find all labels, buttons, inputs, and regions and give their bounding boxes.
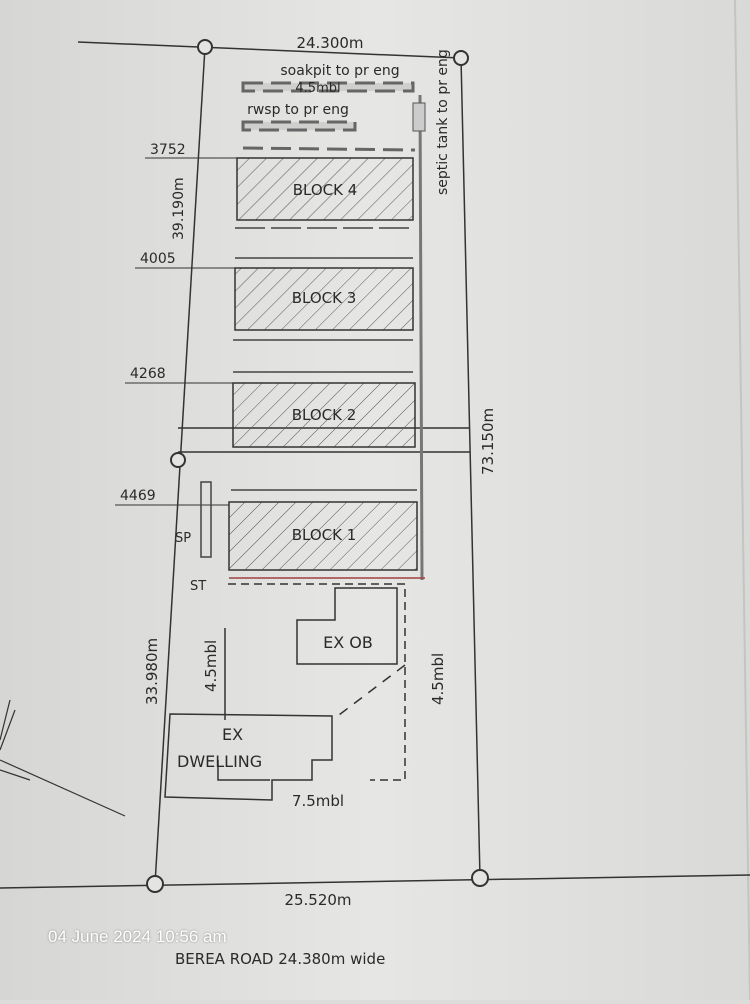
left-building-line: 4.5mbl	[202, 640, 220, 692]
block-2: 4268 BLOCK 2	[125, 366, 416, 448]
st-label: ST	[190, 579, 206, 594]
north-arrow-icon	[0, 699, 126, 817]
existing-outbuilding	[296, 587, 398, 665]
block-label: BLOCK 2	[292, 406, 357, 424]
rwsp-note: rwsp to pr eng	[247, 102, 349, 118]
block-label: BLOCK 4	[293, 181, 358, 199]
right-building-line: 4.5mbl	[429, 653, 447, 705]
services	[241, 81, 424, 581]
block-1: 4469 BLOCK 1	[115, 488, 425, 579]
block-label: BLOCK 3	[292, 289, 357, 307]
ex-ob-label: EX OB	[323, 633, 373, 652]
soakpit	[200, 481, 212, 558]
ex-dwelling-label-2: DWELLING	[177, 752, 262, 771]
sp-label: SP	[175, 531, 191, 546]
upper-left-length: 39.190m	[171, 177, 187, 240]
bottom-width-label: 25.520m	[284, 891, 351, 909]
block-offset: 4005	[140, 251, 176, 267]
photo-timestamp: 04 June 2024 10:56 am	[48, 927, 227, 946]
rear-building-line: 4.5mbl	[295, 81, 340, 96]
block-label: BLOCK 1	[292, 526, 357, 544]
lower-left-length: 33.980m	[143, 638, 161, 705]
septic-tank	[412, 102, 426, 132]
boundary-pegs	[146, 39, 489, 893]
septic-note: septic tank to pr eng	[435, 49, 451, 195]
existing-dwelling	[164, 713, 333, 801]
front-building-line: 7.5mbl	[292, 792, 344, 810]
block-offset: 4268	[130, 366, 166, 382]
right-length: 73.150m	[479, 408, 497, 475]
ex-dwelling-label-1: EX	[222, 725, 243, 744]
block-3: 4005 BLOCK 3	[135, 251, 414, 331]
road-label: BEREA ROAD 24.380m wide	[175, 950, 385, 968]
soakpit-note: soakpit to pr eng	[280, 63, 399, 79]
top-width-label: 24.300m	[296, 34, 363, 52]
block-offset: 4469	[120, 488, 156, 504]
block-4: 3752 BLOCK 4	[145, 142, 414, 221]
block-offset: 3752	[150, 142, 186, 158]
